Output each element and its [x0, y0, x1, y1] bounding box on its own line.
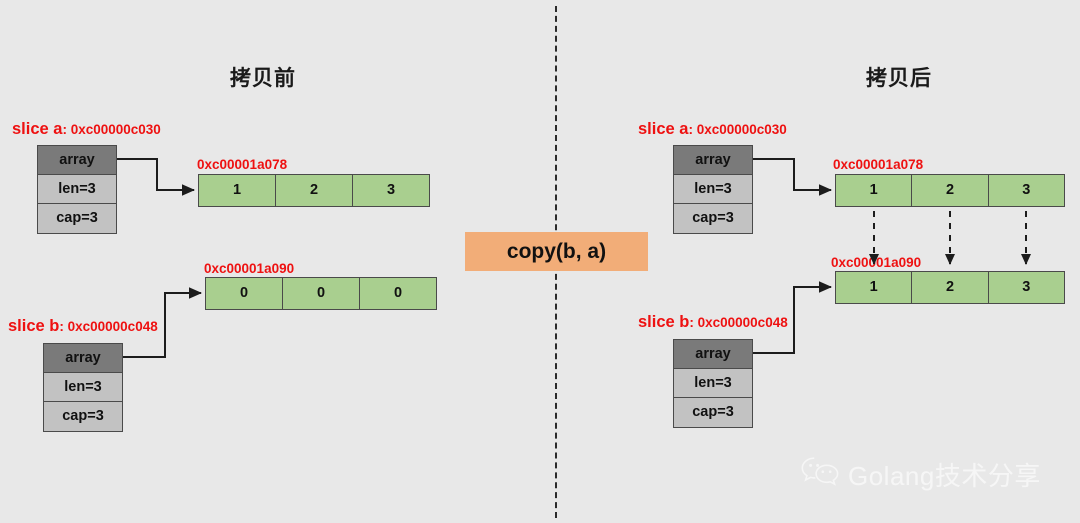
array-b-before: 0 0 0 — [205, 277, 437, 310]
array-a-cell-2-after: 3 — [988, 175, 1064, 206]
slice-a-label-before: slice a: 0xc00000c030 — [12, 120, 161, 139]
slice-b-field-array-before: array — [44, 344, 122, 373]
slice-b-field-cap-before: cap=3 — [44, 402, 122, 431]
slice-a-field-array-before: array — [38, 146, 116, 175]
slice-b-name-before: slice b — [8, 317, 60, 335]
slice-a-struct-after: array len=3 cap=3 — [673, 145, 753, 234]
wechat-icon — [800, 455, 840, 494]
array-a-after: 1 2 3 — [835, 174, 1065, 207]
slice-a-struct-before: array len=3 cap=3 — [37, 145, 117, 234]
array-a-cell-1-after: 2 — [912, 175, 989, 206]
slice-b-struct-before: array len=3 cap=3 — [43, 343, 123, 432]
slice-a-field-cap-after: cap=3 — [674, 204, 752, 233]
array-a-cell-1-before: 2 — [276, 175, 353, 206]
copy-operation-banner: copy(b, a) — [465, 232, 648, 271]
slice-b-name-after: slice b — [638, 313, 690, 331]
pointer-a-after — [753, 158, 832, 196]
array-b-cell-1-after: 2 — [912, 272, 989, 303]
slice-b-addr-after: : 0xc00000c048 — [689, 315, 788, 330]
array-b-address-after: 0xc00001a090 — [831, 255, 922, 270]
slice-b-field-len-after: len=3 — [674, 369, 752, 398]
slice-b-field-cap-after: cap=3 — [674, 398, 752, 427]
array-b-cell-0-after: 1 — [836, 272, 913, 303]
slice-b-label-before: slice b: 0xc00000c048 — [8, 317, 158, 336]
slice-a-name-before: slice a — [12, 120, 63, 138]
slice-a-field-cap-before: cap=3 — [38, 204, 116, 233]
array-a-cell-0-before: 1 — [199, 175, 276, 206]
slice-a-field-len-before: len=3 — [38, 175, 116, 204]
slice-a-field-array-after: array — [674, 146, 752, 175]
slice-b-field-len-before: len=3 — [44, 373, 122, 402]
array-b-cell-2-before: 0 — [360, 278, 436, 309]
array-a-address-before: 0xc00001a078 — [197, 157, 288, 172]
slice-b-label-after: slice b: 0xc00000c048 — [638, 313, 788, 332]
slice-b-field-array-after: array — [674, 340, 752, 369]
array-b-cell-2-after: 3 — [988, 272, 1064, 303]
array-a-address-after: 0xc00001a078 — [833, 157, 924, 172]
slice-a-addr-after: : 0xc00000c030 — [688, 122, 787, 137]
slice-b-struct-after: array len=3 cap=3 — [673, 339, 753, 428]
after-panel-title: 拷贝后 — [866, 67, 932, 90]
array-a-cell-0-after: 1 — [836, 175, 913, 206]
array-a-before: 1 2 3 — [198, 174, 430, 207]
watermark-text: Golang技术分享 — [848, 461, 1041, 491]
array-b-cell-0-before: 0 — [206, 278, 283, 309]
slice-a-field-len-after: len=3 — [674, 175, 752, 204]
slice-a-addr-before: : 0xc00000c030 — [62, 122, 161, 137]
slice-a-name-after: slice a — [638, 120, 689, 138]
array-a-cell-2-before: 3 — [353, 175, 429, 206]
slice-a-label-after: slice a: 0xc00000c030 — [638, 120, 787, 139]
pointer-a-before — [117, 158, 195, 196]
array-b-after: 1 2 3 — [835, 271, 1065, 304]
slice-b-addr-before: : 0xc00000c048 — [59, 319, 158, 334]
array-b-cell-1-before: 0 — [283, 278, 360, 309]
array-b-address-before: 0xc00001a090 — [204, 261, 295, 276]
watermark: Golang技术分享 — [800, 455, 1041, 494]
before-panel-title: 拷贝前 — [230, 67, 296, 90]
